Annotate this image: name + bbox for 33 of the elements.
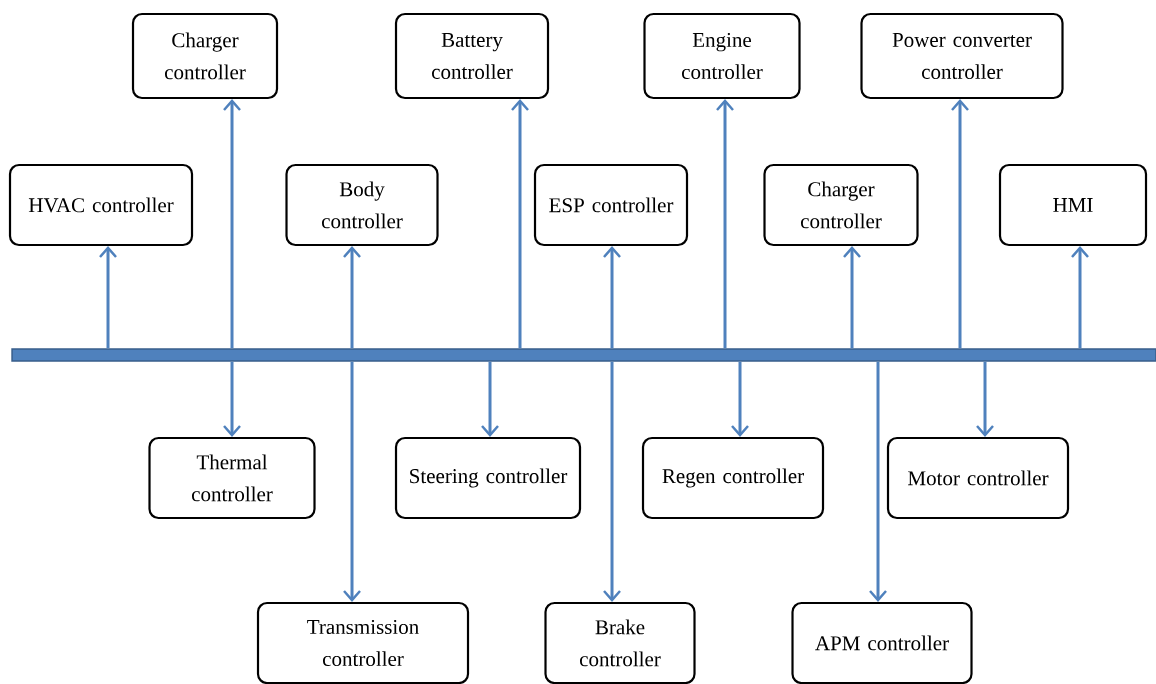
arrow bbox=[1071, 246, 1089, 349]
controller-box: ESP controller bbox=[533, 163, 689, 247]
controller-box: Motor controller bbox=[886, 436, 1070, 520]
arrow bbox=[843, 246, 861, 349]
bus-bar bbox=[11, 348, 1156, 362]
controller-box: Steering controller bbox=[394, 436, 582, 520]
controller-box: Brake controller bbox=[544, 601, 696, 684]
arrow bbox=[716, 99, 734, 349]
arrow bbox=[603, 361, 621, 602]
arrow bbox=[731, 361, 749, 437]
controller-box: Battery controller bbox=[394, 12, 550, 100]
arrow bbox=[511, 99, 529, 349]
arrow bbox=[603, 246, 621, 349]
arrow bbox=[343, 361, 361, 602]
controller-box: Engine controller bbox=[643, 12, 801, 100]
controller-box: Thermal controller bbox=[148, 436, 316, 520]
arrow bbox=[343, 246, 361, 349]
arrow bbox=[481, 361, 499, 437]
controller-box: Charger controller bbox=[131, 12, 279, 100]
controller-box: Transmission controller bbox=[256, 601, 470, 684]
arrow bbox=[223, 99, 241, 349]
arrow bbox=[223, 361, 241, 437]
controller-box: APM controller bbox=[791, 601, 973, 684]
arrow bbox=[869, 361, 887, 602]
controller-box: Power converter controller bbox=[860, 12, 1064, 100]
arrow bbox=[951, 99, 969, 349]
controller-box: HVAC controller bbox=[8, 163, 194, 247]
controller-box: Charger controller bbox=[763, 163, 919, 247]
controller-box: Body controller bbox=[285, 163, 439, 247]
arrow bbox=[99, 246, 117, 349]
controller-box: HMI bbox=[998, 163, 1148, 247]
arrow bbox=[976, 361, 994, 437]
controller-box: Regen controller bbox=[641, 436, 825, 520]
